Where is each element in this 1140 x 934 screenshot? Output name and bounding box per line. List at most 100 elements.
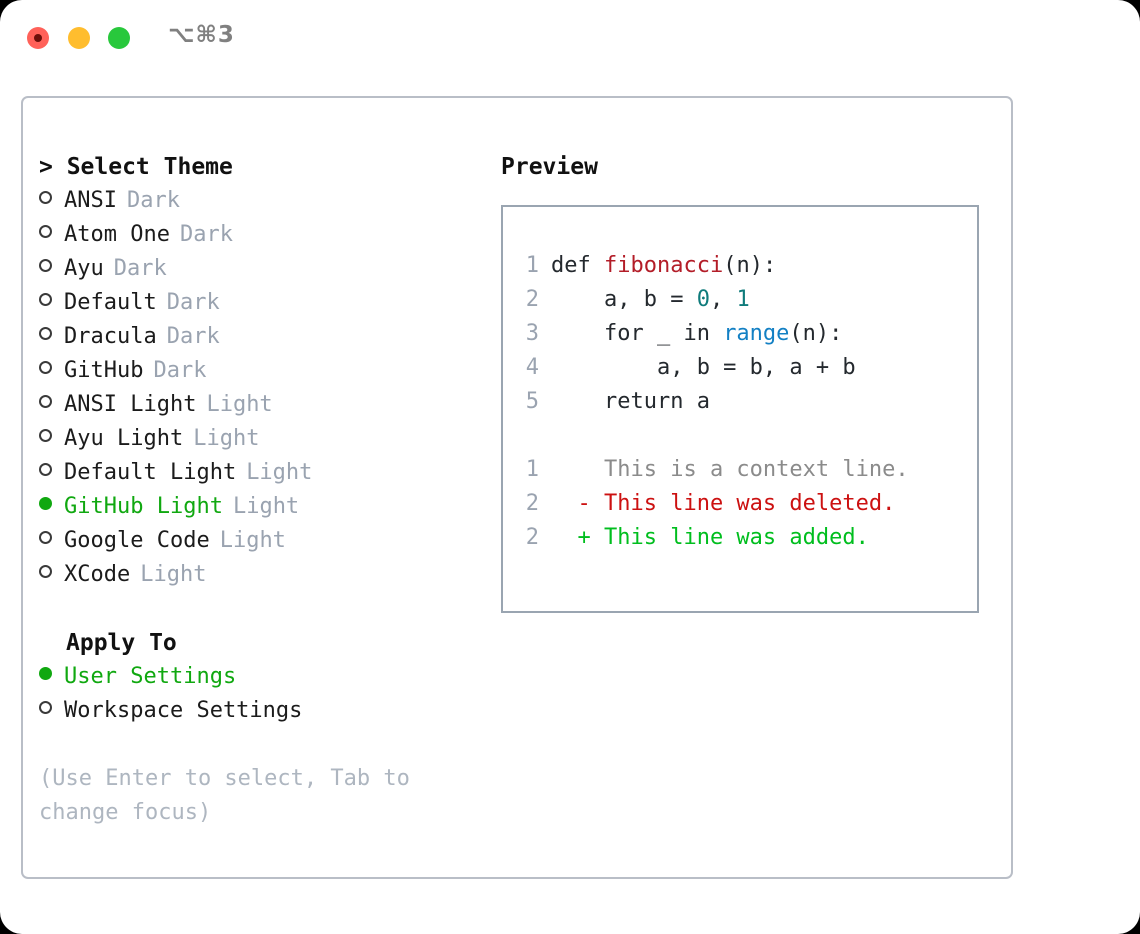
theme-option-2[interactable]: Ayu Dark — [39, 252, 479, 286]
theme-variant-tag: Dark — [113, 256, 167, 281]
line-number: 2 — [525, 525, 539, 550]
code-token-plain: (n): — [723, 253, 777, 278]
radio-unselected-icon — [39, 191, 52, 204]
diff-line-text: - This line was deleted. — [551, 491, 896, 516]
close-window-button[interactable] — [27, 27, 49, 49]
diff-line-ctx: 1 This is a context line. — [517, 453, 909, 487]
theme-variant-tag: Dark — [126, 188, 180, 213]
line-number: 2 — [525, 491, 539, 516]
theme-variant-tag: Dark — [166, 324, 220, 349]
code-token-fn: fibonacci — [603, 253, 724, 278]
theme-option-0[interactable]: ANSI Dark — [39, 184, 479, 218]
theme-variant-tag: Dark — [166, 290, 220, 315]
code-token-kw: range — [723, 321, 790, 346]
radio-unselected-icon — [39, 395, 52, 408]
diff-line-del: 2 - This line was deleted. — [517, 487, 909, 521]
theme-option-1[interactable]: Atom One Dark — [39, 218, 479, 252]
diff-line-text: + This line was added. — [551, 525, 869, 550]
code-line: 2 a, b = 0, 1 — [517, 283, 909, 317]
radio-unselected-icon — [39, 531, 52, 544]
line-number: 4 — [525, 355, 539, 380]
code-line: 5 return a — [517, 385, 909, 419]
code-line: 3 for _ in range(n): — [517, 317, 909, 351]
code-token-num: 0 — [696, 287, 710, 312]
code-token-plain: return a — [551, 389, 710, 414]
theme-option-4[interactable]: Dracula Dark — [39, 320, 479, 354]
theme-option-label: ANSI — [64, 188, 117, 213]
apply-to-option-0[interactable]: User Settings — [39, 660, 479, 694]
title-bar: ⌥⌘3 — [0, 0, 1140, 78]
apply-to-heading: Apply To — [66, 630, 177, 656]
diff-line-text: This is a context line. — [551, 457, 909, 482]
diff-line-add: 2 + This line was added. — [517, 521, 909, 555]
minimize-window-button[interactable] — [68, 27, 90, 49]
radio-unselected-icon — [39, 429, 52, 442]
code-line: 1 def fibonacci(n): — [517, 249, 909, 283]
apply-to-option-1[interactable]: Workspace Settings — [39, 694, 479, 728]
theme-variant-tag: Light — [206, 392, 273, 417]
keyboard-hint-text: (Use Enter to select, Tab to change focu… — [39, 766, 424, 825]
apply-to-option-label: User Settings — [64, 664, 237, 689]
radio-selected-icon — [39, 667, 52, 680]
radio-unselected-icon — [39, 327, 52, 340]
code-token-plain: , — [709, 287, 737, 312]
theme-variant-tag: Light — [219, 528, 286, 553]
theme-option-6[interactable]: ANSI Light Light — [39, 388, 479, 422]
radio-unselected-icon — [39, 701, 52, 714]
code-line: 4 a, b = b, a + b — [517, 351, 909, 385]
theme-variant-tag: Light — [193, 426, 260, 451]
theme-variant-tag: Light — [232, 494, 300, 519]
preview-spacer — [517, 419, 909, 453]
keyboard-shortcut-label: ⌥⌘3 — [168, 22, 235, 48]
radio-unselected-icon — [39, 463, 52, 476]
theme-option-label: Default Light — [64, 460, 237, 485]
theme-option-label: XCode — [64, 562, 131, 587]
line-number: 1 — [525, 253, 539, 278]
code-token-plain: a, b = b, a + b — [551, 355, 856, 380]
theme-option-label: GitHub Light — [64, 494, 223, 519]
theme-option-9[interactable]: GitHub Light Light — [39, 490, 479, 524]
theme-variant-tag: Dark — [153, 358, 207, 383]
code-token-plain: a, b = — [551, 287, 697, 312]
theme-option-label: Ayu Light — [64, 426, 184, 451]
code-token-plain: for _ in — [551, 321, 724, 346]
line-number: 1 — [525, 457, 539, 482]
select-theme-heading: > Select Theme — [39, 154, 233, 180]
radio-unselected-icon — [39, 225, 52, 238]
radio-selected-icon — [39, 497, 52, 510]
radio-unselected-icon — [39, 565, 52, 578]
theme-variant-tag: Light — [140, 562, 207, 587]
theme-option-label: Ayu — [64, 256, 104, 281]
theme-option-label: ANSI Light — [64, 392, 197, 417]
radio-unselected-icon — [39, 259, 52, 272]
maximize-window-button[interactable] — [108, 27, 130, 49]
radio-unselected-icon — [39, 293, 52, 306]
theme-option-label: Dracula — [64, 324, 157, 349]
radio-unselected-icon — [39, 361, 52, 374]
theme-option-label: Atom One — [64, 222, 170, 247]
theme-variant-tag: Light — [246, 460, 313, 485]
code-token-plain: (n): — [789, 321, 843, 346]
preview-heading: Preview — [501, 154, 598, 180]
theme-option-11[interactable]: XCode Light — [39, 558, 479, 592]
theme-option-7[interactable]: Ayu Light Light — [39, 422, 479, 456]
theme-option-8[interactable]: Default Light Light — [39, 456, 479, 490]
theme-option-10[interactable]: Google Code Light — [39, 524, 479, 558]
theme-option-label: Google Code — [64, 528, 210, 553]
line-number: 5 — [525, 389, 539, 414]
code-token-plain: def — [551, 253, 604, 278]
code-token-num: 1 — [736, 287, 750, 312]
line-number: 3 — [525, 321, 539, 346]
theme-variant-tag: Dark — [179, 222, 233, 247]
right-column: Preview — [501, 150, 991, 184]
